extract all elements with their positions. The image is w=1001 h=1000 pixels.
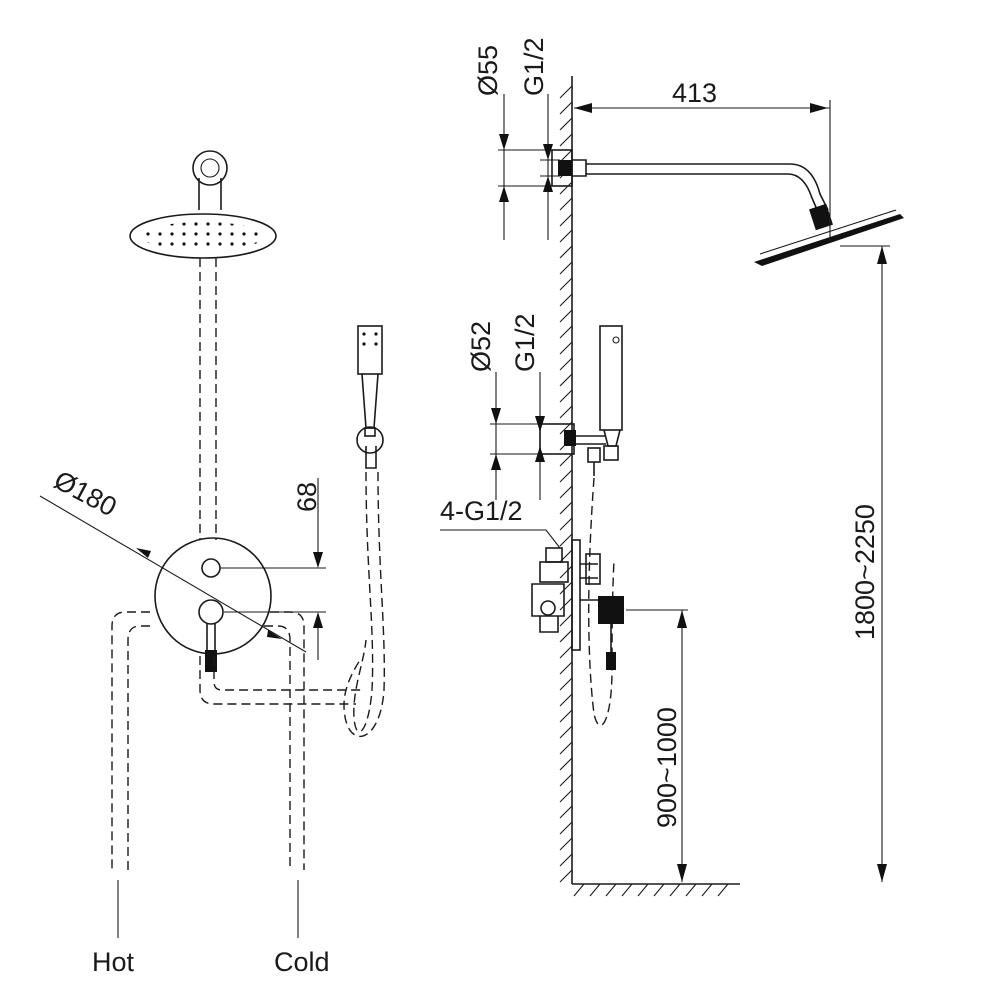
wall-hatch-line	[559, 629, 573, 643]
wall-hatch-line	[559, 101, 573, 115]
wall-hatch-line	[559, 821, 573, 835]
wall-hatch-line	[559, 293, 573, 307]
concealed-riser-pipe	[199, 258, 217, 540]
wall-hatch-line	[559, 613, 573, 627]
arm-flange-dimensions	[498, 94, 560, 240]
wall-hatch-line	[559, 517, 573, 531]
valve-threads-label: 4-G1/2	[440, 496, 523, 526]
hand-shower	[356, 325, 384, 469]
showerhead-height-dimension	[840, 245, 890, 882]
floor-hatch-line	[669, 883, 681, 897]
wall-hatch-line	[559, 309, 573, 323]
outlet-diameter-label: Ø52	[466, 321, 496, 372]
outlet-dimensions	[490, 372, 545, 500]
wall-hatch-line	[559, 453, 573, 467]
wall-hatch-line	[559, 741, 573, 755]
side-view: Ø55 G1/2 413 1800~2250	[440, 37, 904, 897]
front-view: Ø180 68 Hot Cold	[39, 150, 386, 977]
wall-hatch-line	[559, 693, 573, 707]
rain-shower-head	[129, 213, 277, 259]
wall-hatch-line	[559, 325, 573, 339]
floor-hatch-line	[605, 883, 617, 897]
wall-hatch-line	[559, 197, 573, 211]
valve-threads-leader	[440, 529, 561, 549]
wall-hatch-line	[559, 805, 573, 819]
concealed-valve-body	[531, 539, 601, 651]
floor-hatch-line	[717, 883, 729, 897]
wall-hatch-line	[559, 533, 573, 547]
wall-hatch-line	[559, 725, 573, 739]
floor-hatch-line	[573, 883, 585, 897]
arm-thread-label: G1/2	[519, 37, 549, 96]
diameter-leader-line	[39, 495, 307, 653]
wall-hatch-line	[559, 757, 573, 771]
hose-side	[588, 477, 615, 727]
wall-section	[559, 76, 573, 884]
wall-hatch-line	[559, 853, 573, 867]
floor-hatch-line	[653, 883, 665, 897]
wall-hatch-line	[559, 869, 573, 883]
floor-hatch-line	[637, 883, 649, 897]
valve-handle-side	[598, 596, 624, 670]
wall-hatch-line	[559, 389, 573, 403]
wall-hatch-line	[559, 213, 573, 227]
wall-hatch-line	[559, 661, 573, 675]
floor-hatch-line	[685, 883, 697, 897]
wall-hatch-line	[559, 485, 573, 499]
floor-hatch-line	[589, 883, 601, 897]
hand-shower-hose	[353, 471, 374, 733]
valve-height-label: 900~1000	[652, 707, 682, 828]
offset-dimension	[220, 478, 326, 660]
wall-hatch-line	[559, 709, 573, 723]
hot-inlet-label: Hot	[92, 947, 135, 977]
hand-shower-side	[539, 325, 623, 476]
wall-hatch-line	[559, 341, 573, 355]
wall-hatch-line	[559, 469, 573, 483]
valve-height-dimension	[626, 609, 688, 882]
arm-diameter-label: Ø55	[473, 45, 503, 96]
offset-height-label: 68	[292, 482, 322, 512]
wall-hatch-line	[559, 645, 573, 659]
wall-hatch-line	[559, 245, 573, 259]
hand-shower-hose-outer	[343, 471, 386, 737]
wall-hatch-line	[559, 581, 573, 595]
wall-hatch-line	[559, 229, 573, 243]
wall-hatch-line	[559, 565, 573, 579]
wall-hatch-line	[559, 373, 573, 387]
plate-diameter-label: Ø180	[49, 465, 121, 523]
outlet-thread-label: G1/2	[510, 313, 540, 372]
wall-hatch-line	[559, 85, 573, 99]
showerhead-height-label: 1800~2250	[850, 504, 880, 640]
arm-length-label: 413	[672, 78, 717, 108]
wall-hatch-line	[559, 501, 573, 515]
cold-inlet-label: Cold	[274, 947, 330, 977]
wall-hatch-line	[559, 597, 573, 611]
wall-hatch-line	[559, 773, 573, 787]
floor-section	[572, 883, 740, 897]
wall-hatch-line	[559, 837, 573, 851]
wall-hatch-line	[559, 677, 573, 691]
wall-hatch-line	[559, 261, 573, 275]
floor-hatch-line	[621, 883, 633, 897]
valve-trim-plate	[154, 537, 272, 672]
wall-hatch-line	[559, 789, 573, 803]
arm-wall-mount	[192, 150, 228, 210]
wall-hatch-line	[559, 117, 573, 131]
shower-arm-side	[551, 149, 904, 266]
supply-pipes	[111, 611, 362, 870]
wall-hatch-line	[559, 405, 573, 419]
wall-hatch-line	[559, 277, 573, 291]
arm-length-dimension	[574, 100, 831, 240]
wall-hatch-line	[559, 133, 573, 147]
wall-hatch-line	[559, 181, 573, 195]
wall-hatch-line	[559, 357, 573, 371]
floor-hatch-line	[701, 883, 713, 897]
